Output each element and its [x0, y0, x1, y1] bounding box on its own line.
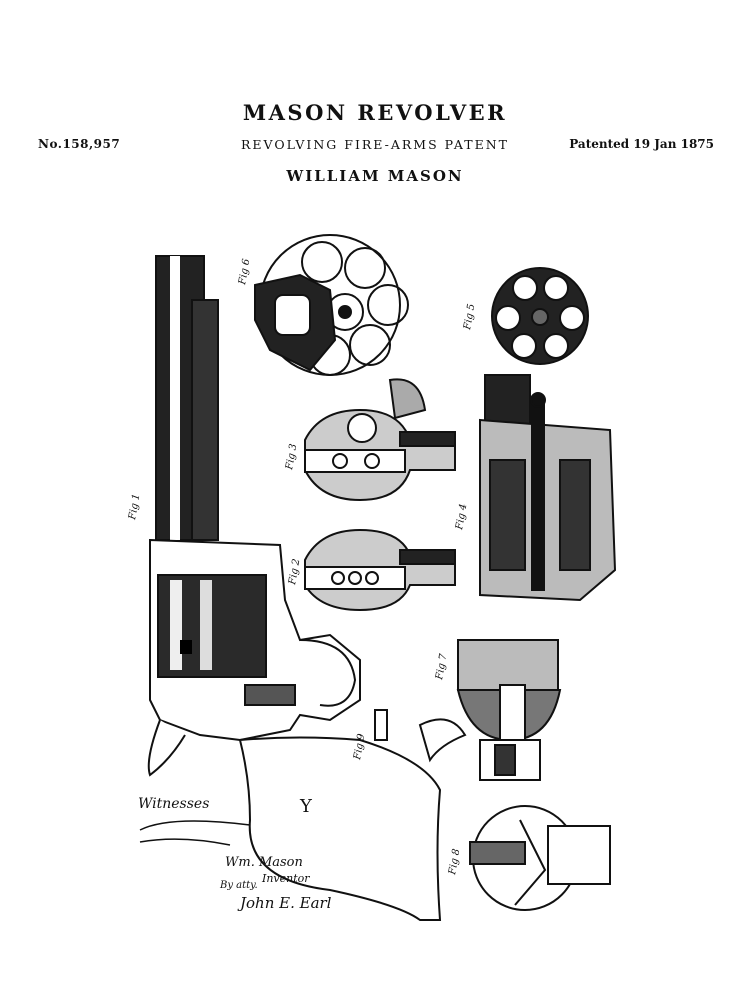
fig9-label: Fig 9	[352, 732, 368, 761]
fig1-revolver: Y	[147, 255, 442, 921]
attorney-label: By atty.	[219, 880, 258, 891]
fig1-label: Fig 1	[127, 493, 143, 522]
fig3-label: Fig 3	[284, 443, 300, 472]
fig8-detail	[469, 805, 611, 911]
poster-title: MASON REVOLVER	[242, 100, 508, 125]
patent-date: Patented 19 Jan 1875	[569, 137, 714, 151]
fig5-label: Fig 5	[462, 303, 478, 332]
patent-number: No.158,957	[38, 137, 121, 151]
attorney-signature: John E. Earl	[237, 894, 332, 912]
fig4-section	[479, 374, 617, 602]
fig4-label: Fig 4	[454, 503, 470, 532]
fig7-label: Fig 7	[434, 652, 450, 681]
inventor-label: Inventor	[261, 872, 310, 885]
poster-subtitle: REVOLVING FIRE-ARMS PATENT	[241, 137, 509, 152]
witnesses-label: Witnesses	[138, 796, 209, 812]
svg-text:Y: Y	[299, 796, 313, 817]
fig3-section	[304, 378, 456, 502]
fig9-parts	[374, 709, 467, 763]
fig5-cylinder-front	[491, 267, 589, 365]
inventor-name: WILLIAM MASON	[286, 167, 464, 185]
inventor-signature: Wm. Mason	[225, 855, 303, 870]
fig2-section	[304, 528, 456, 612]
fig8-label: Fig 8	[447, 848, 463, 877]
fig6-label: Fig 6	[237, 257, 253, 286]
fig2-label: Fig 2	[287, 558, 303, 587]
fig6-cylinder-rear	[254, 234, 409, 376]
fig7-detail	[456, 639, 562, 781]
